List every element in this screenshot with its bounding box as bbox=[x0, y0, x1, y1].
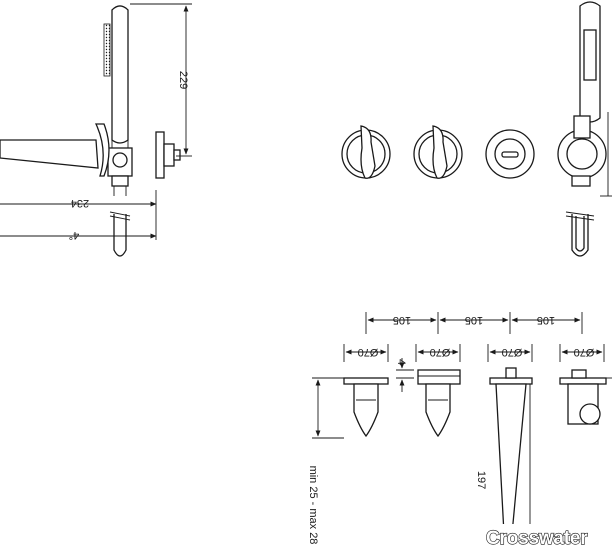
label-plate-thickness: 4 bbox=[395, 359, 407, 365]
dim-handshower-height: 229 bbox=[130, 3, 192, 157]
dim-spacing: 105 105 105 bbox=[365, 312, 583, 334]
brand-logo: Crosswater bbox=[482, 524, 612, 552]
elevation-valve-left bbox=[343, 377, 389, 438]
label-spacing-2: 105 bbox=[465, 314, 483, 326]
dim-plate-thickness: 4 bbox=[395, 358, 414, 392]
dim-diameters: Ø70 Ø70 Ø70 Ø70 bbox=[343, 344, 605, 362]
front-diverter bbox=[485, 129, 535, 179]
label-angle: 4° bbox=[69, 229, 80, 241]
hose-loop bbox=[109, 211, 131, 257]
label-spout-length: 234 bbox=[71, 197, 89, 209]
label-diameter-1: Ø70 bbox=[358, 346, 379, 358]
label-spacing-1: 105 bbox=[393, 314, 411, 326]
label-diameter-2: Ø70 bbox=[430, 346, 451, 358]
dim-wall-depth: min 25 - max 28 bbox=[307, 377, 344, 545]
label-spout-height: 197 bbox=[475, 471, 487, 489]
front-handle-middle bbox=[413, 125, 463, 179]
handshower-side bbox=[103, 5, 129, 150]
elevation-valve-middle bbox=[417, 369, 461, 438]
label-handshower-height: 229 bbox=[177, 71, 189, 89]
spout-side bbox=[0, 123, 110, 177]
dim-angle: 4° bbox=[0, 229, 157, 241]
elevation-view: 105 105 105 Ø70 Ø70 Ø70 Ø70 bbox=[307, 312, 612, 544]
brand-text: Crosswater bbox=[486, 528, 588, 549]
label-diameter-4: Ø70 bbox=[574, 346, 595, 358]
side-view: 229 234 4° bbox=[0, 3, 192, 257]
label-wall-depth: min 25 - max 28 bbox=[307, 466, 319, 545]
front-handle-left bbox=[341, 125, 391, 179]
label-diameter-3: Ø70 bbox=[502, 346, 523, 358]
front-handshower bbox=[557, 1, 612, 257]
dim-spout-length: 234 bbox=[0, 190, 157, 240]
elevation-holder-right bbox=[559, 369, 612, 425]
front-view bbox=[341, 1, 612, 257]
label-spacing-3: 105 bbox=[537, 314, 555, 326]
elevation-spout: 197 bbox=[475, 367, 533, 535]
